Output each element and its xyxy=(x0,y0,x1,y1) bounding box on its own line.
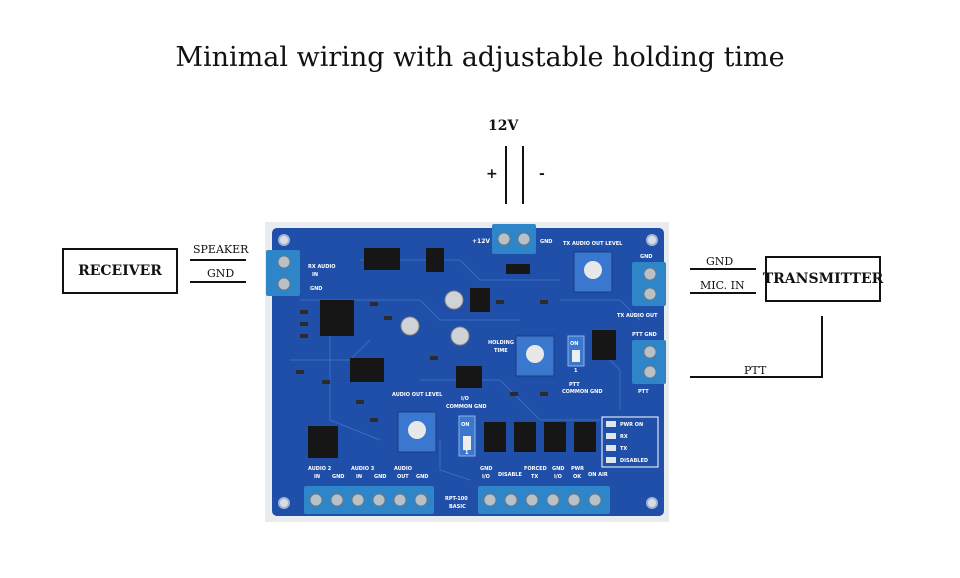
mic-in-wire-label: MIC. IN xyxy=(700,279,745,292)
label-gnd-io-1b: I/O xyxy=(482,474,490,480)
label-led-rx: RX xyxy=(620,434,628,440)
label-ptt-common-gnd: COMMON GND xyxy=(562,389,603,395)
label-audio-out: OUT xyxy=(397,474,409,480)
label-rx-audio: RX AUDIO xyxy=(308,264,335,270)
power-plus-wire xyxy=(505,146,507,204)
terminal-power xyxy=(492,224,536,254)
tx-gnd-wire xyxy=(690,268,756,270)
power-plus-label: + xyxy=(486,166,498,182)
label-holding: HOLDING xyxy=(488,340,514,346)
power-minus-label: - xyxy=(539,166,545,182)
label-dip-on-ptt: ON xyxy=(570,341,578,347)
label-audio2-in: IN xyxy=(314,474,320,480)
ptt-wire-label: PTT xyxy=(744,364,767,377)
power-label: 12V xyxy=(488,118,519,134)
label-tx-gnd: GND xyxy=(640,254,652,260)
chips xyxy=(308,248,616,458)
label-rx-gnd: GND xyxy=(310,286,322,292)
label-on-air: ON AIR xyxy=(588,472,608,478)
transmitter-box: TRANSMITTER xyxy=(762,256,884,302)
label-led-tx: TX xyxy=(620,446,627,452)
label-pwr-ok: OK xyxy=(573,474,582,480)
label-dip-1-ptt: 1 xyxy=(574,368,578,374)
terminal-ptt xyxy=(632,340,666,384)
label-forced-tx: TX xyxy=(531,474,538,480)
terminal-rx-audio xyxy=(266,250,300,296)
label-io: I/O xyxy=(461,396,469,402)
speaker-wire xyxy=(190,259,246,261)
diagram-title: Minimal wiring with adjustable holding t… xyxy=(175,42,785,73)
label-pwr: PWR xyxy=(571,466,584,472)
label-audio3: AUDIO 3 xyxy=(351,466,375,472)
label-gnd-c: GND xyxy=(416,474,428,480)
label-tx-audio-out: TX AUDIO OUT xyxy=(617,313,658,319)
label-gnd-io-2: GND xyxy=(552,466,564,472)
label-board-name: RPT-100 xyxy=(445,496,468,502)
terminal-io-block xyxy=(478,486,610,514)
status-leds xyxy=(601,416,659,468)
smd-components xyxy=(296,300,548,422)
power-minus-wire xyxy=(522,146,524,204)
capacitors xyxy=(400,290,470,346)
label-power-gnd: GND xyxy=(540,239,552,245)
dip-switches xyxy=(458,335,585,457)
label-led-pwr-on: PWR ON xyxy=(620,422,643,428)
label-ptt-common: PTT xyxy=(569,382,580,388)
label-disable: DISABLE xyxy=(498,472,522,478)
mic-in-wire xyxy=(690,292,756,294)
label-ptt-gnd: PTT GND xyxy=(632,332,657,338)
optocouplers xyxy=(484,422,596,452)
speaker-wire-label: SPEAKER xyxy=(193,243,249,256)
label-forced: FORCED xyxy=(524,466,547,472)
ptt-wire-horizontal xyxy=(690,376,823,378)
receiver-box: RECEIVER xyxy=(62,248,178,294)
label-tx-audio-out-level: TX AUDIO OUT LEVEL xyxy=(563,241,623,247)
label-gnd-io-1: GND xyxy=(480,466,492,472)
receiver-label: RECEIVER xyxy=(78,263,162,279)
receiver-gnd-wire-label: GND xyxy=(207,267,235,280)
label-audio: AUDIO xyxy=(394,466,412,472)
label-audio-out-level: AUDIO OUT LEVEL xyxy=(392,392,443,398)
label-power-in: +12V xyxy=(472,238,490,245)
terminal-audio-block xyxy=(304,486,434,514)
mounting-holes xyxy=(278,234,658,509)
potentiometers xyxy=(397,251,613,453)
label-dip-1-io: 1 xyxy=(465,450,469,456)
label-audio2: AUDIO 2 xyxy=(308,466,332,472)
label-ptt: PTT xyxy=(638,389,649,395)
label-rx-in: IN xyxy=(312,272,318,278)
label-gnd-io-2b: I/O xyxy=(554,474,562,480)
label-io-common-gnd: COMMON GND xyxy=(446,404,487,410)
label-gnd-a: GND xyxy=(332,474,344,480)
label-board-variant: BASIC xyxy=(449,504,466,510)
label-led-disabled: DISABLED xyxy=(620,458,648,464)
transmitter-label: TRANSMITTER xyxy=(762,271,884,287)
label-dip-on-io: ON xyxy=(461,422,469,428)
label-time: TIME xyxy=(494,348,508,354)
receiver-gnd-wire xyxy=(190,281,246,283)
label-gnd-b: GND xyxy=(374,474,386,480)
ptt-wire-vertical xyxy=(821,316,823,378)
pcb-traces xyxy=(290,259,641,481)
tx-gnd-wire-label: GND xyxy=(706,255,734,268)
label-audio3-in: IN xyxy=(356,474,362,480)
terminal-tx-audio-out xyxy=(632,262,666,306)
